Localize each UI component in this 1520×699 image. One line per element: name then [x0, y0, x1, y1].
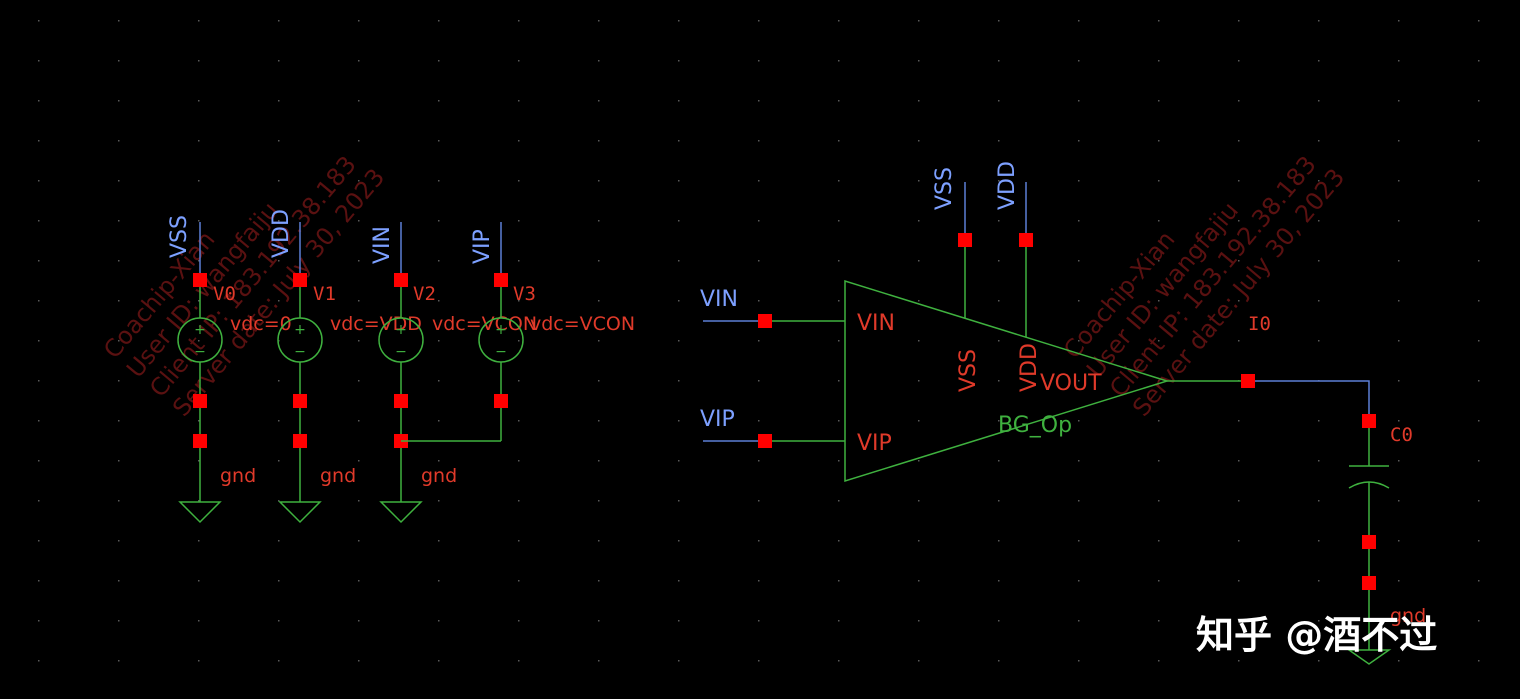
net-label-vip: VIP — [470, 229, 495, 264]
net-label-vdd: VDD — [269, 209, 294, 258]
svg-text:+: + — [495, 322, 507, 338]
pin-minus[interactable] — [494, 394, 508, 408]
opamp-instance-label: I0 — [1248, 313, 1271, 335]
pin-vout[interactable] — [1241, 374, 1255, 388]
svg-text:+: + — [194, 322, 206, 338]
net-label-vip-input: VIP — [700, 407, 735, 432]
pin-label-vout: VOUT — [1040, 371, 1102, 396]
gnd-label: gnd — [421, 465, 457, 487]
source-v0[interactable]: VSS + − V0 vdc=0 gnd — [167, 215, 292, 524]
net-label-vss: VSS — [167, 215, 192, 258]
param-label: vdc=VCON — [432, 313, 537, 335]
pin-plus[interactable] — [394, 273, 408, 287]
pin-vin[interactable] — [758, 314, 772, 328]
pin-minus[interactable] — [193, 394, 207, 408]
cell-name: BG_Op — [998, 413, 1072, 438]
svg-text:−: − — [194, 344, 206, 360]
net-label-vss-supply: VSS — [932, 167, 957, 210]
net-label-vin: VIN — [370, 226, 395, 264]
pin-label-vdd: VDD — [1017, 343, 1042, 392]
pin-minus[interactable] — [394, 394, 408, 408]
instance-label: V0 — [213, 283, 236, 305]
vout-net-wire — [1255, 380, 1370, 421]
opamp-bg-op[interactable]: VIN VIN VIP VIP VSS VSS VDD VDD VOUT BG_… — [700, 161, 1271, 483]
svg-text:−: − — [395, 344, 407, 360]
pin-cap-gnd[interactable] — [1362, 576, 1376, 590]
pin-vdd[interactable] — [1019, 233, 1033, 247]
gnd-label: gnd — [220, 465, 256, 487]
svg-text:−: − — [294, 344, 306, 360]
capacitor-c0[interactable]: C0 gnd — [1346, 414, 1426, 665]
param-label: vdc=0 — [230, 313, 292, 335]
capacitor-instance-label: C0 — [1390, 424, 1413, 446]
instance-label: V3 — [513, 283, 536, 305]
pin-cap-top[interactable] — [1362, 414, 1376, 428]
opamp-triangle — [844, 279, 1170, 483]
zhihu-brand-watermark: 知乎 @酒不过 — [1196, 613, 1437, 657]
pin-label-vip: VIP — [857, 431, 892, 456]
pin-plus[interactable] — [494, 273, 508, 287]
pin-minus[interactable] — [293, 394, 307, 408]
param-label: vdc=VDD — [330, 313, 422, 335]
net-label-vdd-supply: VDD — [995, 161, 1020, 210]
pin-label-vss: VSS — [956, 349, 981, 392]
gnd-label: gnd — [1390, 605, 1426, 627]
source-v3[interactable]: VIP + − V3 vdc=VCON — [401, 222, 635, 442]
pin-gnd[interactable] — [293, 434, 307, 448]
pin-plus[interactable] — [193, 273, 207, 287]
pin-gnd[interactable] — [193, 434, 207, 448]
net-label-vin-input: VIN — [700, 287, 738, 312]
pin-vss[interactable] — [958, 233, 972, 247]
pin-vip[interactable] — [758, 434, 772, 448]
svg-text:+: + — [395, 322, 407, 338]
svg-text:−: − — [495, 344, 507, 360]
pin-cap-bottom[interactable] — [1362, 535, 1376, 549]
gnd-label: gnd — [320, 465, 356, 487]
param-label: vdc=VCON — [530, 313, 635, 335]
svg-text:+: + — [294, 322, 306, 338]
grid-dots — [38, 20, 1480, 662]
instance-label: V1 — [313, 283, 336, 305]
source-v2[interactable]: VIN + − V2 vdc=VCON gnd — [370, 222, 537, 524]
pin-label-vin: VIN — [857, 311, 895, 336]
pin-plus[interactable] — [293, 273, 307, 287]
instance-label: V2 — [413, 283, 436, 305]
